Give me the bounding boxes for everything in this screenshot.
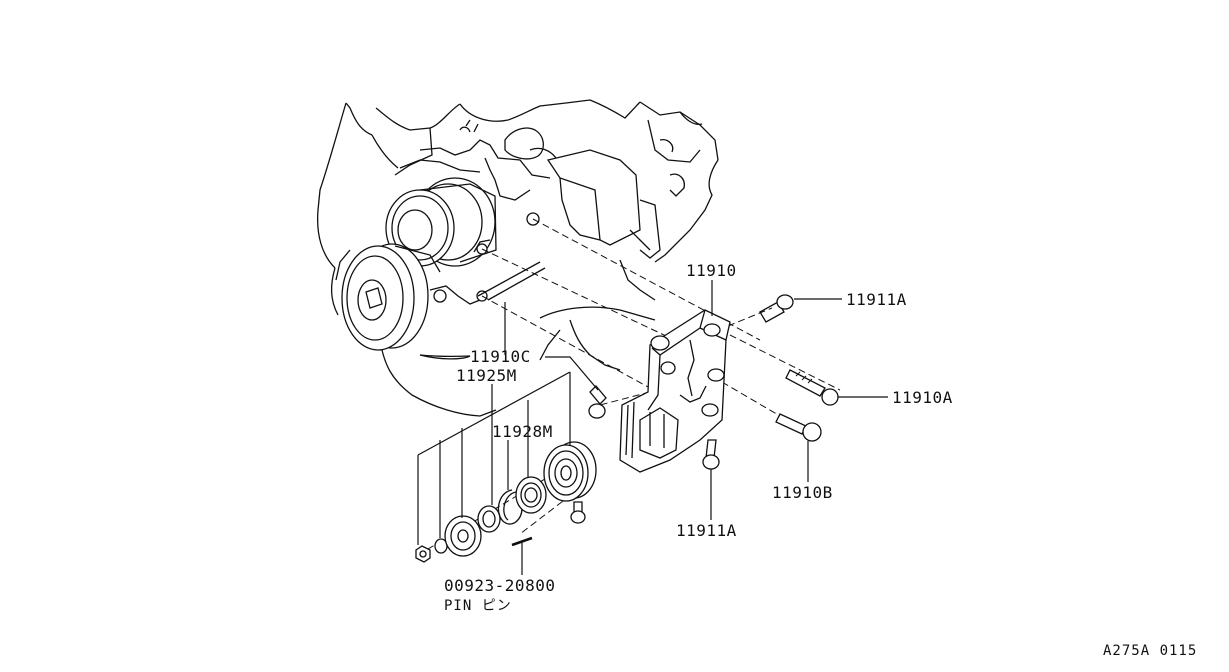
part-labels: 11910 11911A 11910A 11910B 11911A 11910C… bbox=[444, 261, 1197, 659]
label-11925m: 11925M bbox=[456, 366, 517, 385]
label-pin: PIN ピン bbox=[444, 598, 512, 614]
bearing-icon bbox=[515, 476, 547, 514]
label-11910: 11910 bbox=[686, 261, 737, 280]
bolt-11910a-icon bbox=[785, 369, 839, 406]
compressor-bracket-illustration bbox=[619, 309, 731, 473]
bolt-11910c-icon bbox=[588, 385, 607, 419]
nut-icon bbox=[415, 545, 431, 563]
pin-icon bbox=[511, 536, 533, 547]
bolt-11911a-lower-icon bbox=[702, 439, 720, 470]
label-11910b: 11910B bbox=[772, 483, 833, 502]
label-11911a-lower: 11911A bbox=[676, 521, 737, 540]
label-11911a-upper: 11911A bbox=[846, 290, 907, 309]
compressor-pulley-icon bbox=[543, 441, 597, 502]
label-11910a: 11910A bbox=[892, 388, 953, 407]
assembly-dash-lines bbox=[417, 218, 841, 556]
pulley-bolt-icon bbox=[570, 501, 586, 524]
snap-ring-icon bbox=[497, 489, 523, 525]
label-11910c: 11910C bbox=[470, 347, 531, 366]
label-pin-number: 00923-20800 bbox=[444, 576, 555, 595]
leader-lines bbox=[417, 280, 888, 575]
bolts bbox=[588, 294, 839, 470]
reference-code: A275A 0115 bbox=[1103, 643, 1197, 659]
engine-pulleys bbox=[335, 177, 546, 351]
hub-plate-icon bbox=[444, 515, 482, 557]
pulley-stack bbox=[415, 441, 597, 563]
bolt-11910b-icon bbox=[775, 413, 822, 442]
label-11928m: 11928M bbox=[492, 422, 553, 441]
engine-block-illustration bbox=[316, 99, 719, 417]
spacer-ring-icon bbox=[477, 505, 501, 533]
bolt-11911a-upper-icon bbox=[759, 294, 794, 323]
